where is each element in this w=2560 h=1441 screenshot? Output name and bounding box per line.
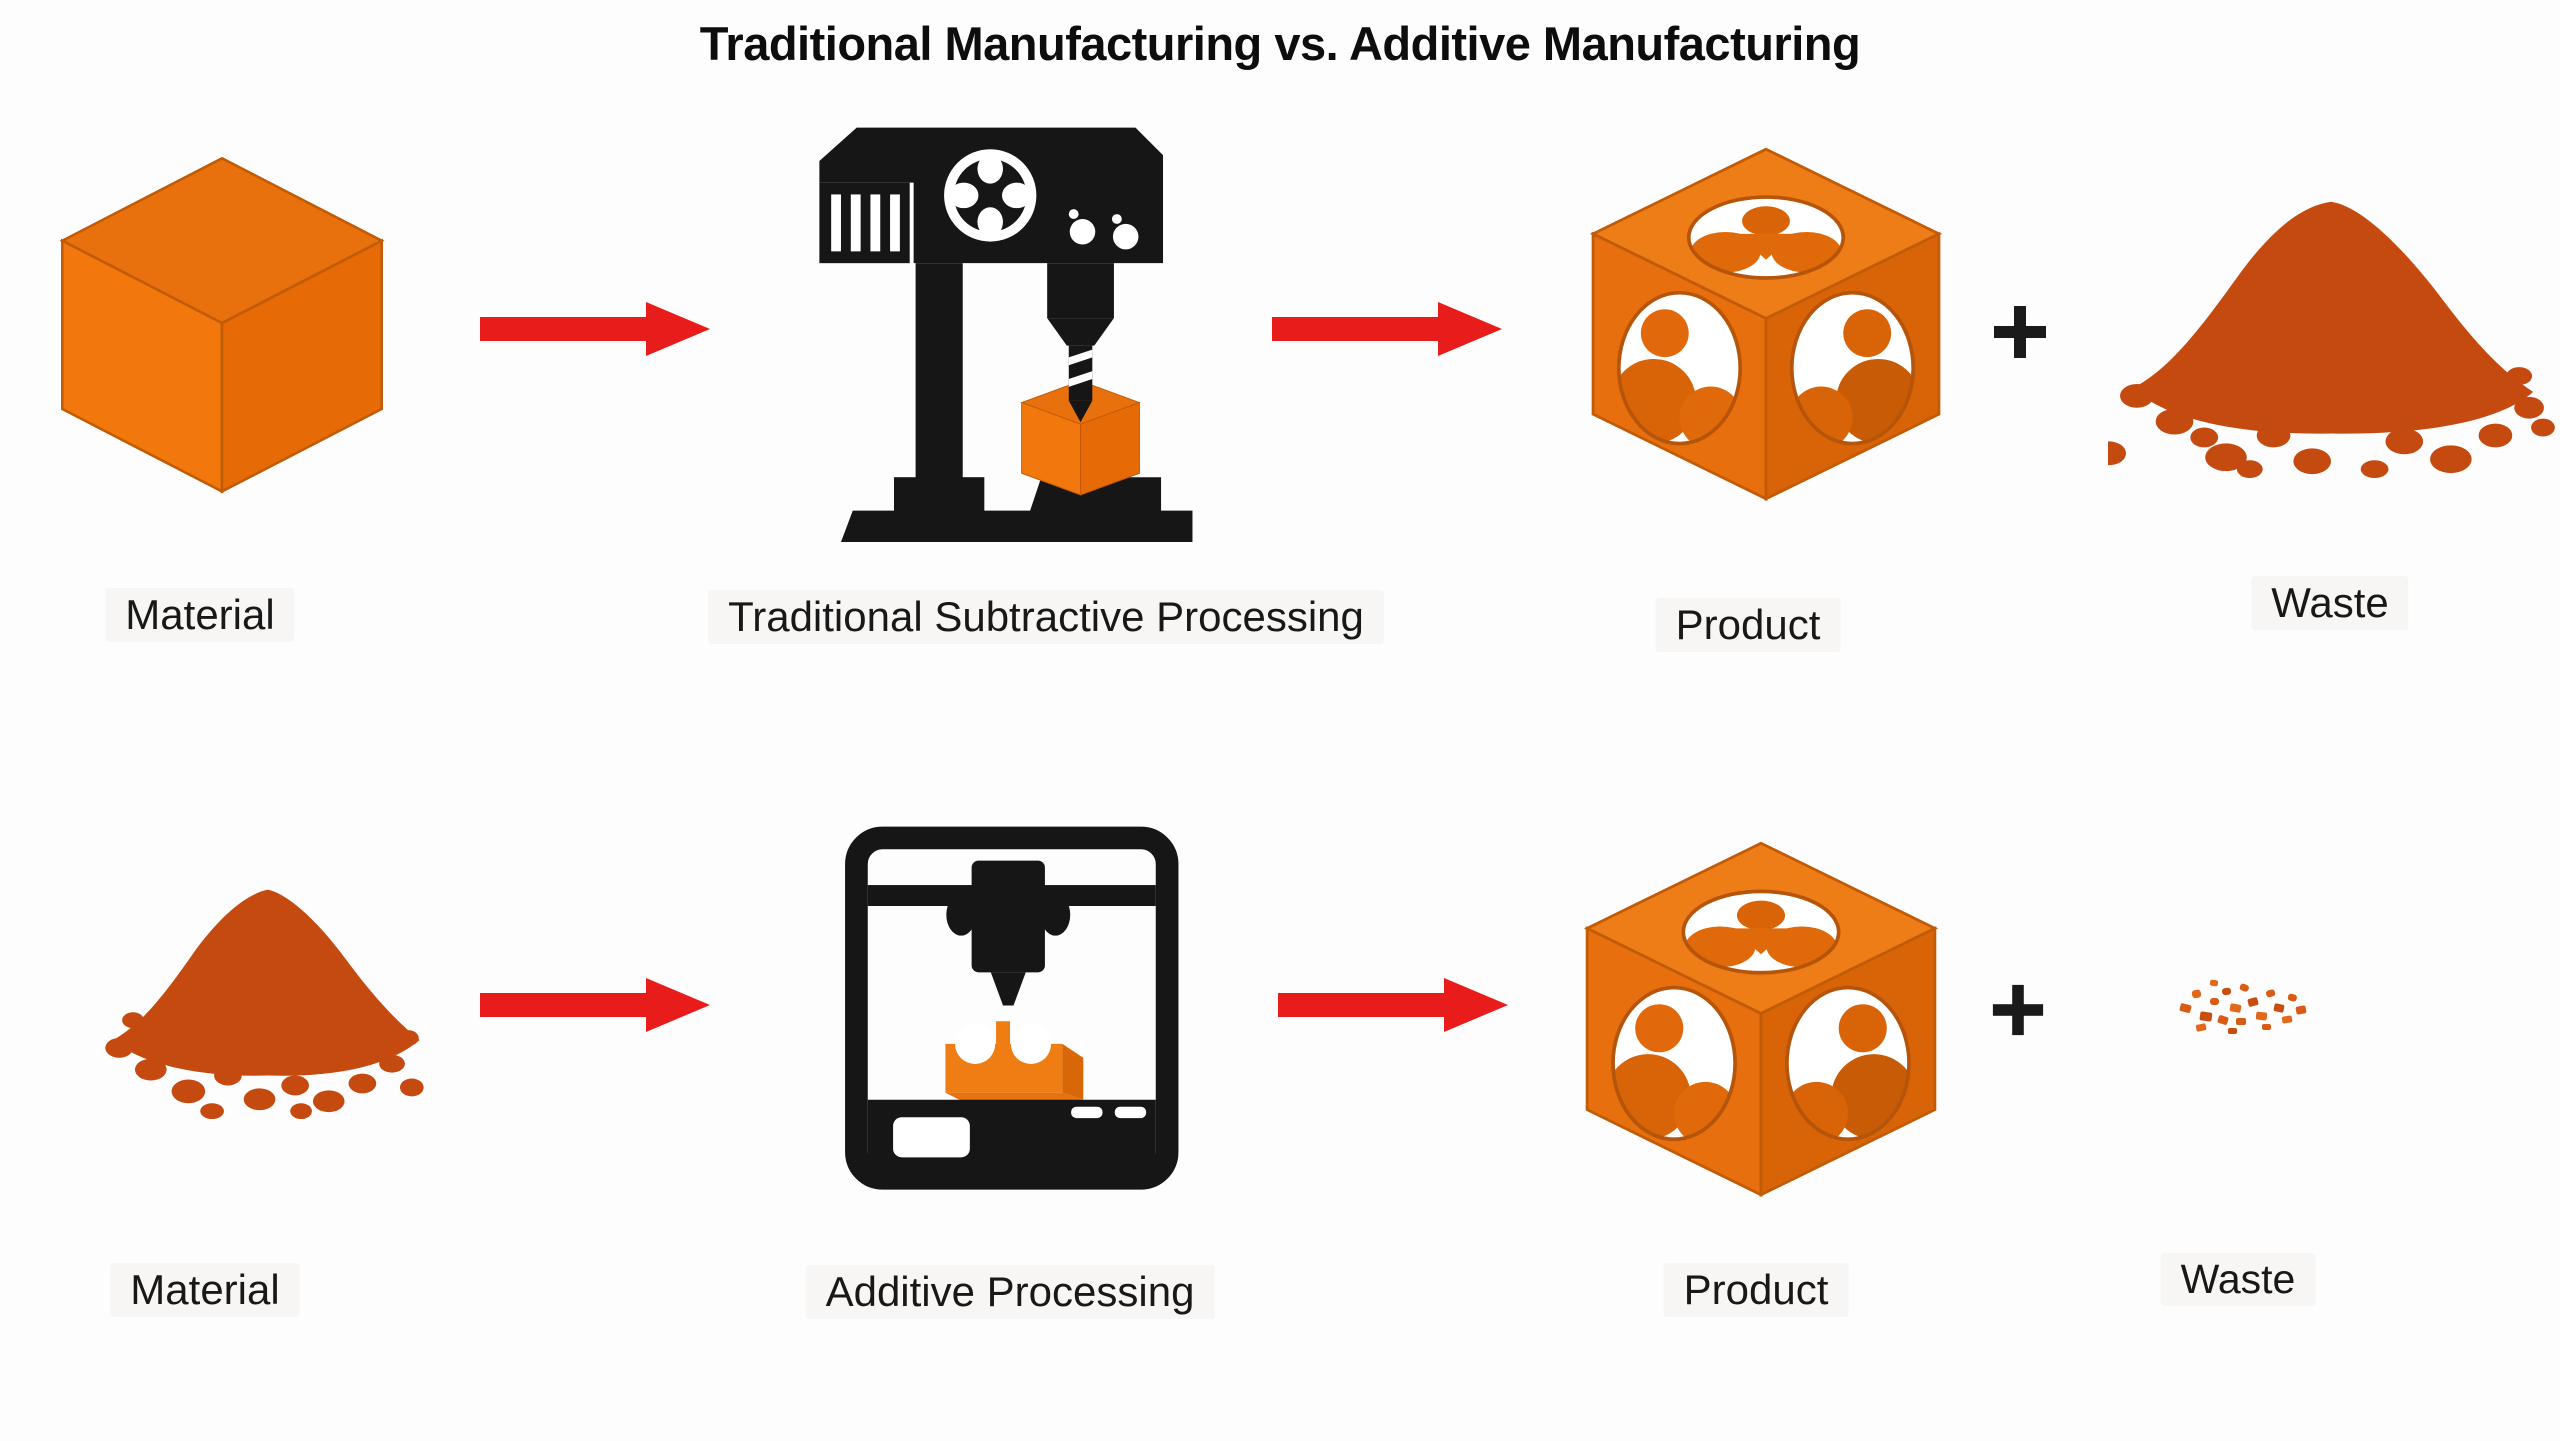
flow-arrow-icon bbox=[1278, 978, 1508, 1032]
cnc-machine-icon bbox=[819, 127, 1193, 542]
step-label-waste: Waste bbox=[2160, 1253, 2316, 1306]
step-label-waste: Waste bbox=[2251, 576, 2409, 630]
flow-arrow-icon bbox=[1272, 302, 1502, 356]
printer-3d-icon bbox=[845, 826, 1179, 1190]
step-label-material: Material bbox=[110, 1263, 300, 1317]
step-label-product: Product bbox=[1655, 598, 1841, 652]
diagram-title: Traditional Manufacturing vs. Additive M… bbox=[699, 17, 1861, 70]
solid-cube-icon bbox=[59, 156, 385, 494]
waste-specks-icon bbox=[2179, 979, 2307, 1034]
step-label-additive-processing: Additive Processing bbox=[805, 1265, 1215, 1319]
plus-icon bbox=[1992, 984, 2044, 1036]
plus-icon bbox=[1994, 306, 2046, 358]
step-label-product: Product bbox=[1663, 1263, 1849, 1317]
hollow-cube-icon bbox=[1583, 841, 1939, 1197]
flow-arrow-icon bbox=[480, 302, 710, 356]
waste-pile-icon bbox=[2108, 201, 2555, 479]
step-label-traditional-processing: Traditional Subtractive Processing bbox=[708, 590, 1384, 644]
flow-arrow-icon bbox=[480, 978, 710, 1032]
step-label-material: Material bbox=[105, 588, 295, 642]
powder-pile-icon bbox=[105, 889, 424, 1120]
hollow-cube-icon bbox=[1589, 147, 1943, 502]
